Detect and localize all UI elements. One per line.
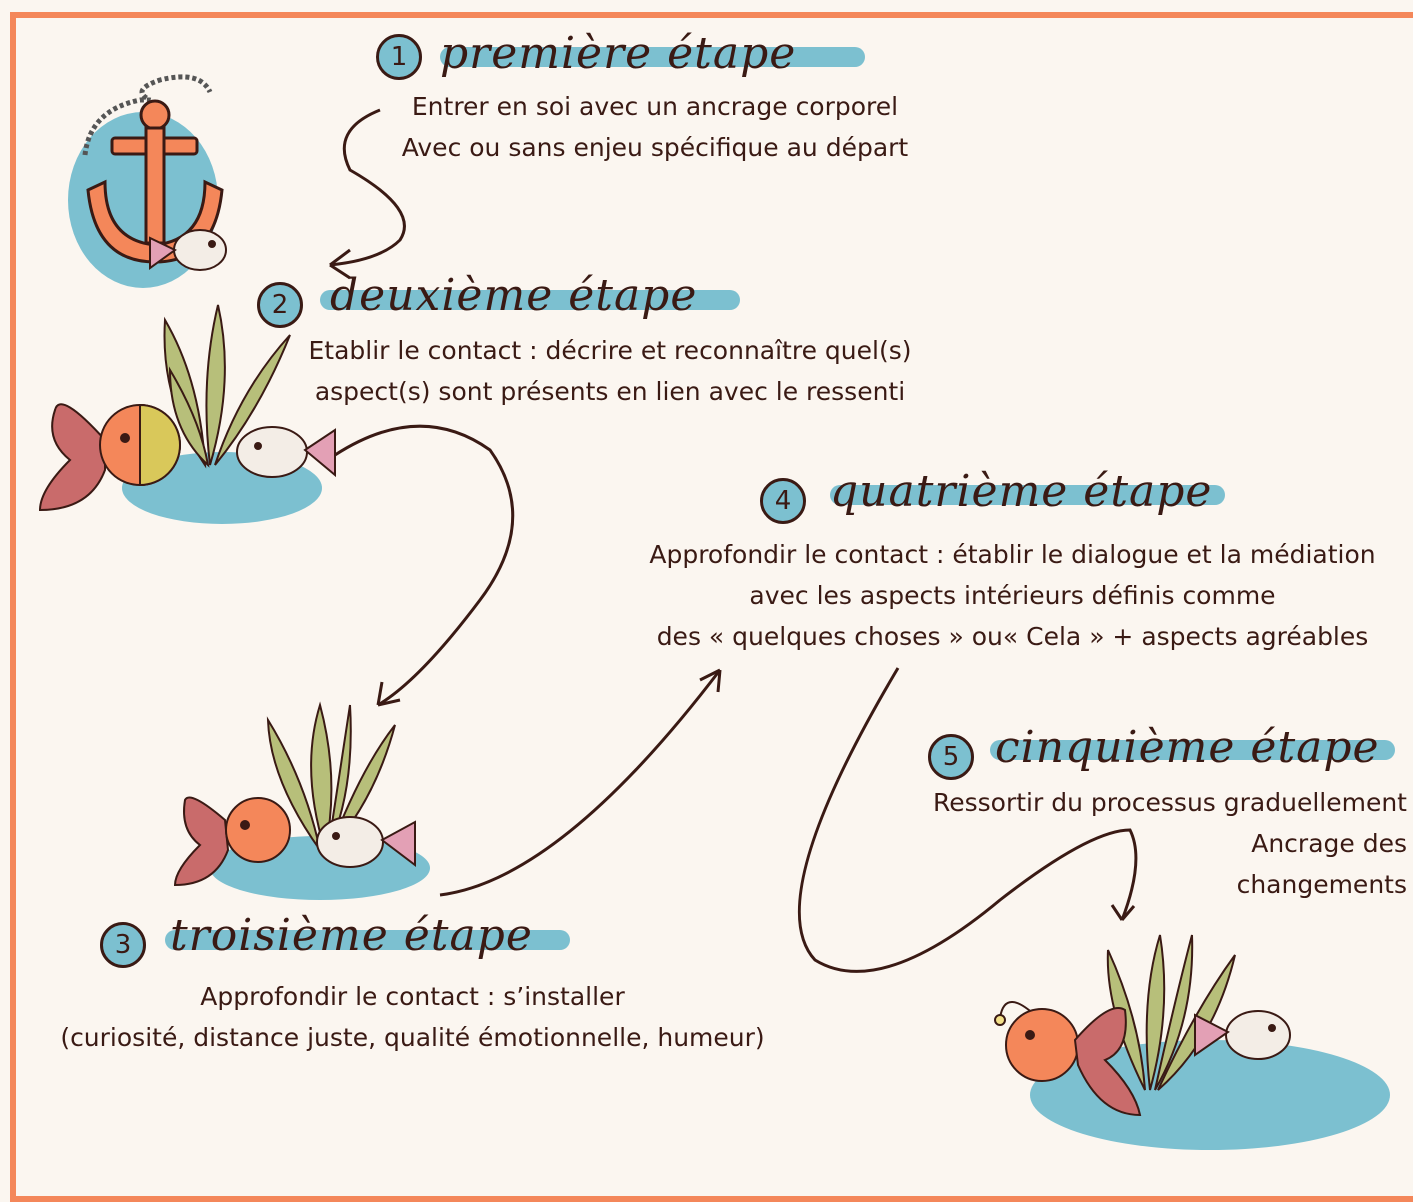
step-5-line-3: changements	[880, 864, 1407, 905]
step-3-line-2: (curiosité, distance juste, qualité émot…	[30, 1017, 795, 1058]
step-1-line-2: Avec ou sans enjeu spécifique au départ	[380, 127, 930, 168]
step-4-title: quatrième étape	[830, 466, 1212, 517]
step-4-line-1: Approfondir le contact : établir le dial…	[615, 534, 1410, 575]
step-4-line-3: des « quelques choses » ou« Cela » + asp…	[615, 616, 1410, 657]
step-5-number: 5	[928, 734, 974, 780]
step-2-line-2: aspect(s) sont présents en lien avec le …	[290, 371, 930, 412]
step-4-description: Approfondir le contact : établir le dial…	[615, 534, 1410, 657]
step-2-title: deuxième étape	[330, 270, 697, 321]
step-2-description: Etablir le contact : décrire et reconnaî…	[290, 330, 930, 412]
step-3-description: Approfondir le contact : s’installer (cu…	[30, 976, 795, 1058]
arrow-2-to-3	[335, 426, 513, 705]
step-2-line-1: Etablir le contact : décrire et reconnaî…	[290, 330, 930, 371]
step-2-number: 2	[257, 282, 303, 328]
step-4-line-2: avec les aspects intérieurs définis comm…	[615, 575, 1410, 616]
step-4-number: 4	[760, 478, 806, 524]
step-5-title: cinquième étape	[995, 722, 1380, 773]
step-5-line-1: Ressortir du processus graduellement	[880, 782, 1407, 823]
fish-icon	[237, 427, 335, 477]
step-5-description: Ressortir du processus graduellement Anc…	[880, 782, 1407, 905]
step-1-description: Entrer en soi avec un ancrage corporel A…	[380, 86, 930, 168]
step-1-number: 1	[376, 34, 422, 80]
step-1-line-1: Entrer en soi avec un ancrage corporel	[380, 86, 930, 127]
step-3-line-1: Approfondir le contact : s’installer	[30, 976, 795, 1017]
arrow-3-to-4	[440, 670, 720, 895]
step-5-line-2: Ancrage des	[880, 823, 1407, 864]
step-3-number: 3	[100, 922, 146, 968]
step-3-title: troisième étape	[170, 910, 533, 961]
step-1-title: première étape	[440, 28, 796, 79]
arrowhead-4-to-5	[1112, 905, 1134, 920]
